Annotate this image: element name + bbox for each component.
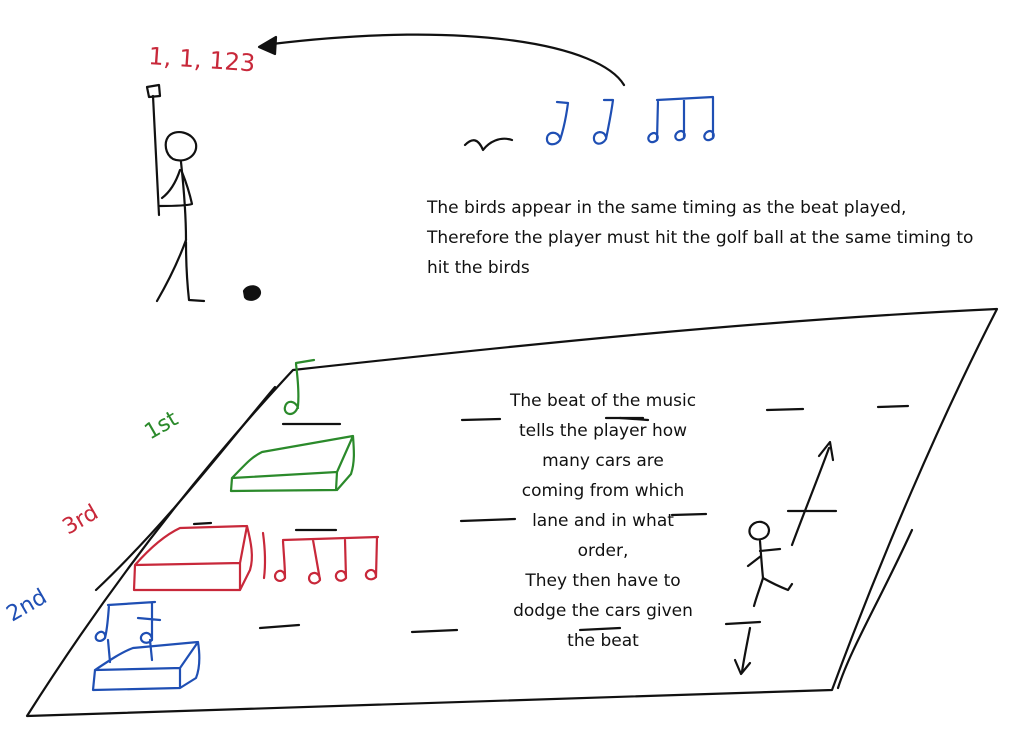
road-outline	[25, 307, 999, 718]
golfer-figure	[145, 83, 206, 303]
triplet-note-icon	[647, 95, 715, 144]
arrowhead-icon	[257, 35, 278, 56]
green-note-icon	[283, 358, 316, 416]
red-bar-icon	[261, 531, 267, 580]
golf-flag	[145, 83, 162, 99]
blue-car-notes-icon	[94, 600, 162, 664]
road-inner-line	[836, 528, 914, 690]
lane-label-3rd: 3rd	[59, 500, 103, 540]
description-line: The beat of the music	[509, 391, 697, 411]
runner-figure	[746, 520, 794, 608]
up-arrowhead-icon	[817, 440, 835, 462]
description-line: The birds appear in the same timing as t…	[427, 198, 907, 218]
blue-beat-notes	[545, 95, 715, 146]
road-beat-description: The beat of the music tells the player h…	[478, 386, 728, 656]
runner-head	[748, 520, 771, 541]
runner-body	[746, 539, 782, 580]
green-car-body	[229, 434, 355, 493]
description-line: Therefore the player must hit the golf b…	[427, 228, 974, 248]
note-icon	[592, 98, 615, 145]
down-arrow	[740, 626, 752, 674]
lane-dashes	[192, 404, 910, 634]
red-car	[132, 524, 380, 592]
lane-label-1st: 1st	[141, 406, 183, 445]
up-arrow	[790, 446, 831, 547]
description-line: order,	[577, 541, 629, 561]
green-car	[229, 358, 355, 493]
lane-line-left	[94, 385, 277, 592]
note-icon	[545, 100, 570, 146]
description-line: many cars are	[542, 451, 664, 471]
description-line: They then have to	[525, 571, 681, 591]
beat-label: 1, 1, 123	[148, 42, 257, 77]
description-line: dodge the cars given	[513, 601, 693, 621]
golf-ball	[242, 285, 262, 301]
description-line: lane and in what	[532, 511, 674, 531]
lane-label-2nd: 2nd	[3, 585, 52, 628]
blue-car	[91, 600, 201, 692]
blue-car-body	[91, 640, 201, 692]
down-arrowhead-icon	[733, 658, 752, 676]
bird-timing-description: The birds appear in the same timing as t…	[427, 193, 973, 283]
return-arrow	[270, 33, 626, 87]
description-line: the beat	[567, 631, 639, 651]
red-car-body	[132, 524, 253, 592]
golfer-body	[158, 160, 194, 242]
description-line: coming from which	[521, 481, 685, 501]
golf-club	[151, 94, 161, 217]
description-line: hit the birds	[427, 258, 530, 278]
golfer-head	[164, 131, 198, 162]
runner-legs	[752, 576, 794, 608]
bird-icon	[463, 137, 514, 152]
description-line: tells the player how	[518, 421, 688, 441]
golfer-legs	[155, 238, 206, 303]
red-notes-icon	[273, 535, 380, 585]
